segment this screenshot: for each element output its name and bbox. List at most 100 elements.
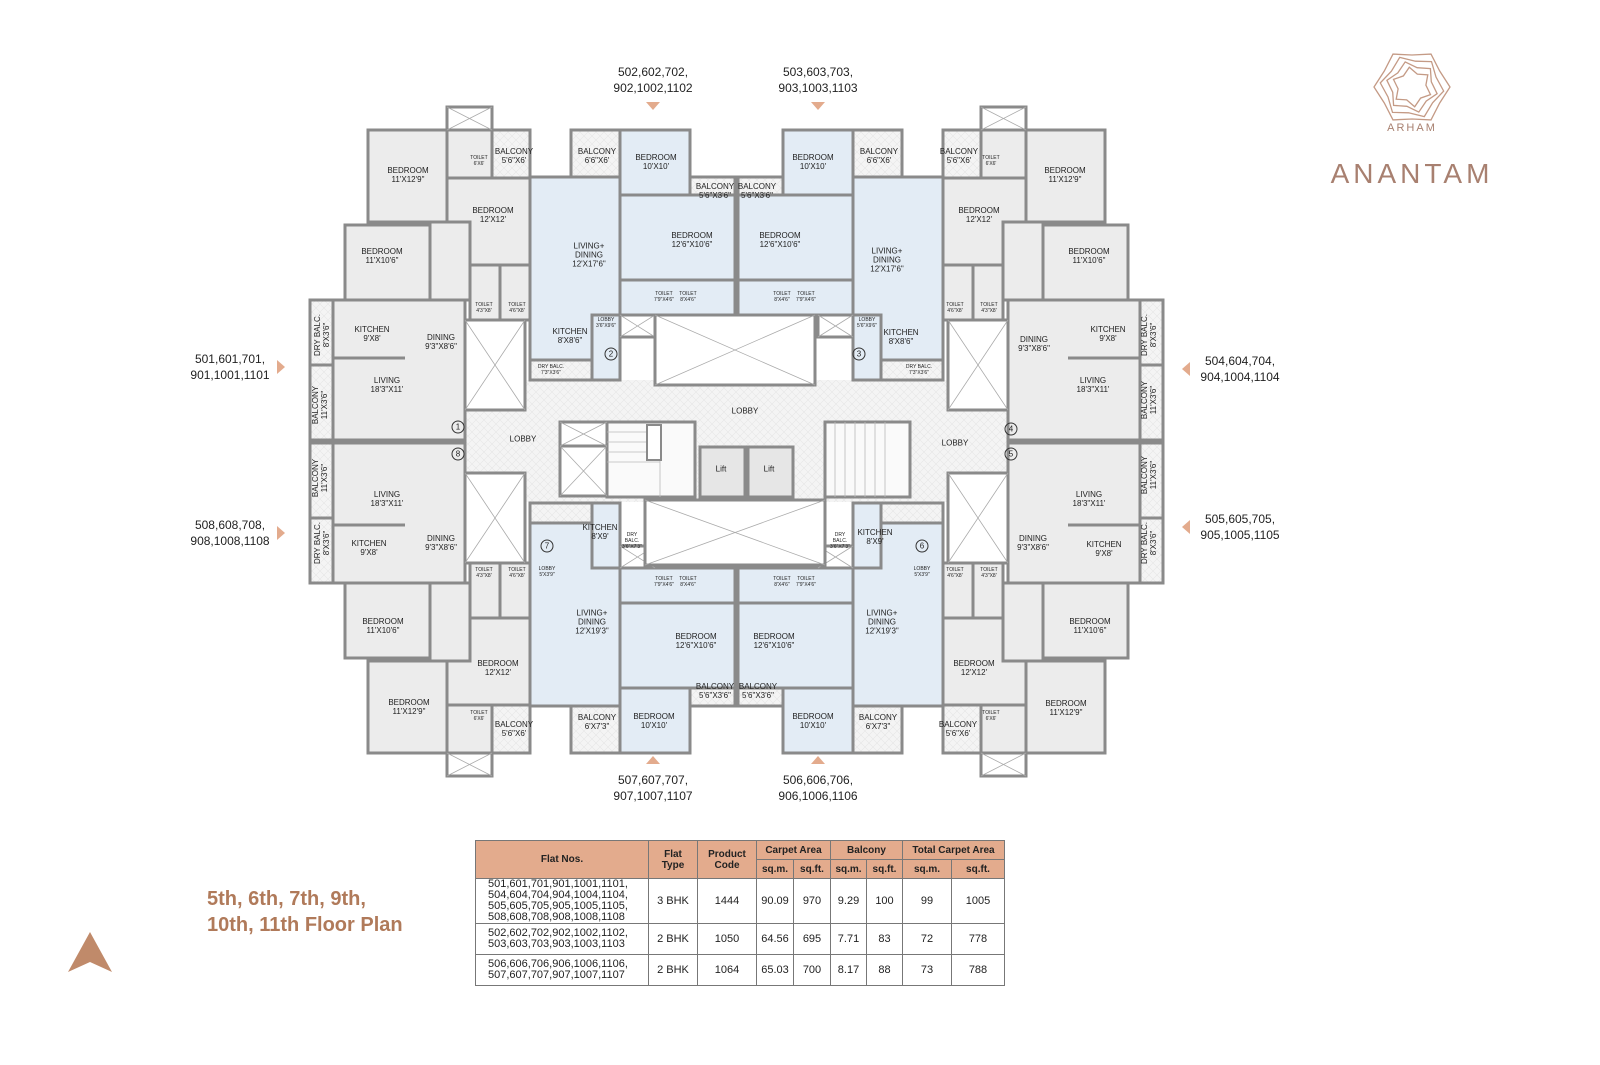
header-sqm: sq.m. (902, 859, 952, 879)
room-label: KITCHEN 8'X8'6" (883, 328, 919, 346)
flat-group-label: 505,605,705, 905,1005,1105 (1200, 512, 1280, 542)
flat-group-label: 502,602,702, 902,1002,1102 (613, 65, 693, 95)
header-product-code: Product Code (697, 840, 757, 879)
cell-carpet-sqft: 700 (793, 954, 831, 986)
header-sqft: sq.ft. (793, 859, 831, 879)
room-label: BEDROOM 12'6"X10'6" (759, 231, 801, 249)
room-label: BEDROOM 12'X12' (958, 206, 1000, 224)
lobby-label: LOBBY (941, 438, 969, 448)
logo-ring (1379, 56, 1445, 118)
room-label: BEDROOM 11'X10'6" (1068, 247, 1110, 265)
lift-label: Lift (763, 464, 775, 474)
room-label: KITCHEN 9'X8' (1090, 325, 1126, 343)
header-sqft: sq.ft. (866, 859, 903, 879)
unit-number-marker: 4 (1004, 422, 1018, 436)
room-label: KITCHEN 8'X8'6" (552, 327, 588, 345)
room-label: BEDROOM 11'X12'9" (387, 166, 429, 184)
brand-name: ANANTAM (1330, 158, 1494, 189)
cell-carpet-sqft: 695 (793, 923, 831, 955)
room-label: TOILET 7'9"X4'6" (654, 576, 674, 588)
room-label: BEDROOM 12'6"X10'6" (675, 632, 717, 650)
room-label: BEDROOM 12'X12' (953, 659, 995, 677)
room-label: LIVING 18'3"X11' (370, 376, 404, 394)
room-label: DINING 9'3"X8'6" (1017, 534, 1049, 552)
unit-number-marker: 5 (1004, 447, 1018, 461)
room-label: KITCHEN 9'X8' (354, 325, 390, 343)
flat-group-label: 508,608,708, 908,1008,1108 (190, 518, 270, 548)
room-label: BALCONY 11'X3'6" (1140, 455, 1158, 495)
room-label: TOILET 4'6"X8' (508, 302, 526, 314)
table-row: 502,602,702,902,1002,1102, 503,603,703,9… (475, 923, 1005, 955)
cell-flat-nos: 506,606,706,906,1006,1106, 507,607,707,9… (475, 954, 649, 986)
cell-balc-sqm: 7.71 (830, 923, 867, 955)
room-label: DRY BALC. 8'X3'6" (1140, 522, 1158, 564)
logo-ring (1386, 61, 1438, 113)
room-label: BALCONY 11'X3'6" (311, 458, 329, 498)
cell-code: 1064 (697, 954, 757, 986)
room-label: TOILET 8'X4'6" (773, 576, 791, 588)
room-label: TOILET 8'X4'6" (679, 576, 697, 588)
room-label: TOILET 7'9"X4'6" (796, 291, 816, 303)
room-label: BALCONY 5'6"X6' (939, 147, 979, 165)
room-label: TOILET 4'6"X8' (508, 567, 526, 579)
flat-group-label: 507,607,707, 907,1007,1107 (613, 773, 693, 803)
header-carpet-area: Carpet Area (756, 840, 831, 860)
unit-number-marker: 2 (604, 347, 618, 361)
room-label: LOBBY 5'X3'9" (538, 566, 556, 578)
table-row: 501,601,701,901,1001,1101, 504,604,704,9… (475, 878, 1005, 924)
cell-total-sqft: 778 (951, 923, 1005, 955)
logo-ring (1392, 66, 1432, 108)
room-label: DINING 9'3"X8'6" (425, 333, 457, 351)
header-flat-nos: Flat Nos. (475, 840, 649, 879)
room-label: KITCHEN 8'X9' (582, 523, 618, 541)
brand-logo-icon (1373, 53, 1451, 121)
room-label: BALCONY 5'6"X6' (494, 147, 534, 165)
unit-number-marker: 6 (915, 539, 929, 553)
unit-number-marker: 3 (852, 347, 866, 361)
cell-balc-sqm: 9.29 (830, 878, 867, 924)
room-label: KITCHEN 8'X9' (857, 528, 893, 546)
header-sqm: sq.m. (756, 859, 794, 879)
room-label: TOILET 6'X6' (470, 710, 488, 722)
room-label: LIVING+ DINING 12'X19'3" (575, 608, 609, 636)
room-label: DRY BALC. 7'3"X3'6" (905, 364, 933, 376)
room-label: LIVING+ DINING 12'X19'3" (865, 608, 899, 636)
room-label: BALCONY 5'6"X6' (494, 720, 534, 738)
room-label: TOILET 4'3"X8' (475, 302, 493, 314)
room-label: DINING 9'3"X8'6" (425, 534, 457, 552)
cell-type: 2 BHK (648, 954, 698, 986)
room-label: LIVING+ DINING 12'X17'6" (572, 241, 606, 269)
table-header-row: Flat Nos. Flat Type Product Code Carpet … (475, 840, 1005, 879)
room-label: BALCONY 5'6"X3'6" (695, 682, 735, 700)
room-label: BALCONY 6'6"X6' (859, 147, 899, 165)
cell-flat-nos: 501,601,701,901,1001,1101, 504,604,704,9… (475, 878, 649, 924)
room-label: BEDROOM 12'X12' (472, 206, 514, 224)
area-table: Flat Nos. Flat Type Product Code Carpet … (475, 840, 1005, 986)
room-label: DRY BALC. 8'X3'6" (1140, 314, 1158, 356)
room-label: BALCONY 6'X7'3" (858, 713, 898, 731)
north-label: N (86, 972, 94, 984)
room-label: BEDROOM 10'X10' (792, 712, 834, 730)
cell-total-sqft: 1005 (951, 878, 1005, 924)
page-title: 5th, 6th, 7th, 9th, 10th, 11th Floor Pla… (207, 888, 403, 936)
room-label: DRY BALC. 8'X3'6" (313, 522, 331, 564)
room-label: DRY BALC. 3'6"X7'3" (622, 532, 642, 550)
header-flat-type: Flat Type (648, 840, 698, 879)
room-label: KITCHEN 9'X8' (1086, 540, 1122, 558)
cell-total-sqm: 73 (902, 954, 952, 986)
cell-carpet-sqft: 970 (793, 878, 831, 924)
room-label: BEDROOM 10'X10' (633, 712, 675, 730)
room-label: BALCONY 6'6"X6' (577, 147, 617, 165)
room-label: BEDROOM 11'X12'9" (1045, 699, 1087, 717)
unit-number-marker: 1 (451, 420, 465, 434)
lobby-label: LOBBY (731, 406, 759, 416)
room-label: BEDROOM 10'X10' (792, 153, 834, 171)
flat-group-label: 506,606,706, 906,1006,1106 (778, 773, 858, 803)
north-arrow-icon (68, 932, 112, 972)
cell-code: 1050 (697, 923, 757, 955)
room-label: BEDROOM 12'6"X10'6" (753, 632, 795, 650)
cell-flat-nos: 502,602,702,902,1002,1102, 503,603,703,9… (475, 923, 649, 955)
cell-total-sqft: 788 (951, 954, 1005, 986)
table-subheader-row: sq.m. sq.ft. sq.m. sq.ft. sq.m. sq.ft. (476, 859, 1005, 879)
